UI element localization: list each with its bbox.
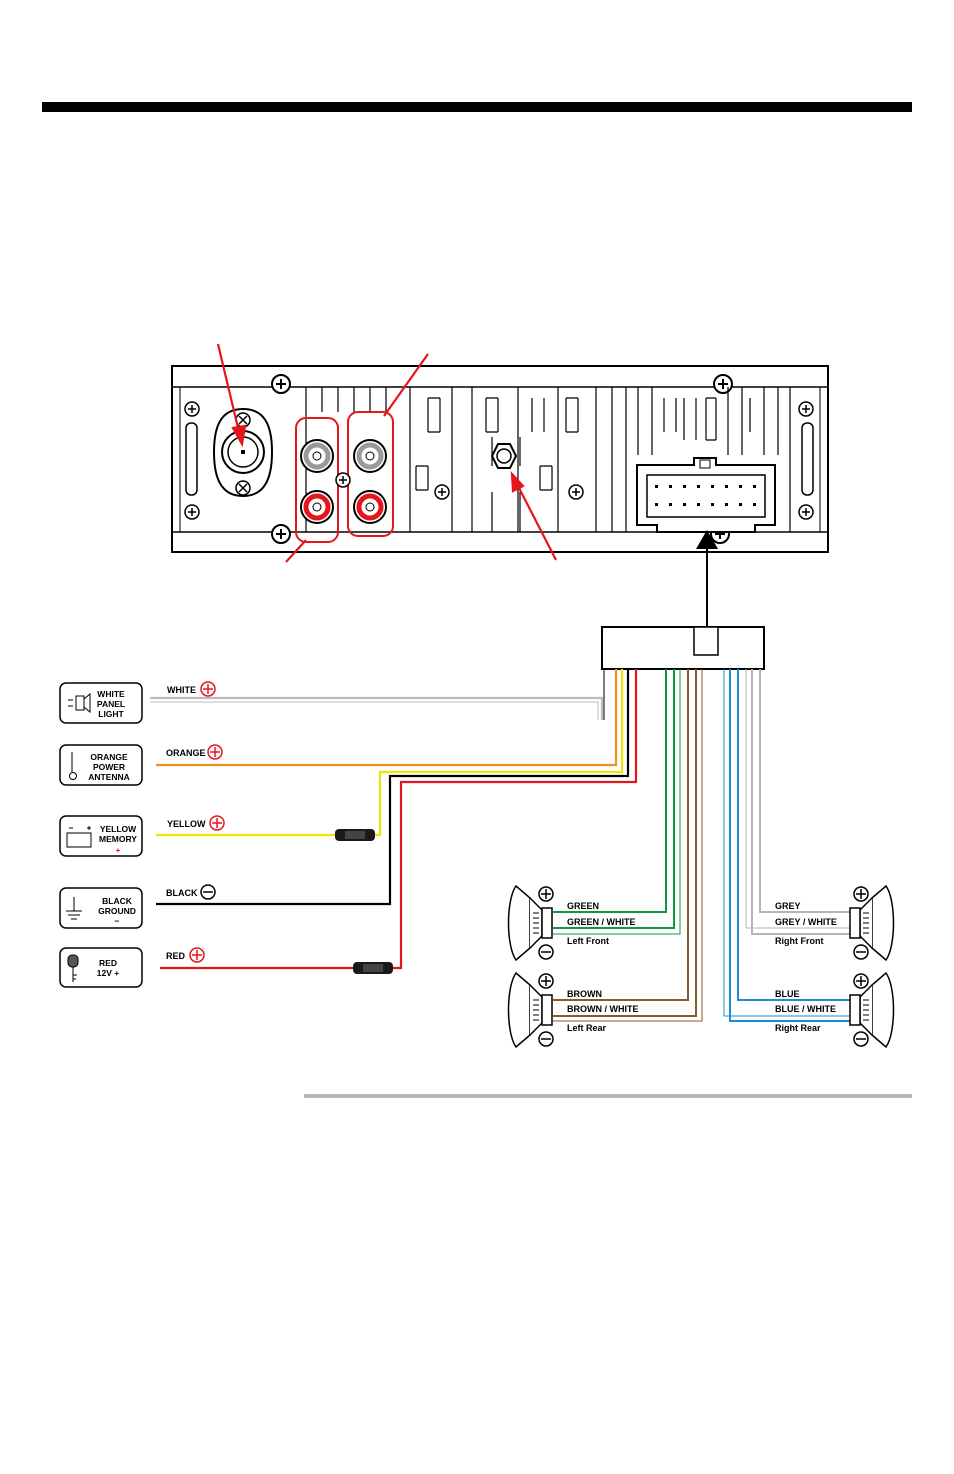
connector-pin <box>725 485 728 488</box>
wire-label-black: BLACK <box>166 885 215 899</box>
inline-fuse <box>335 829 375 841</box>
harness-plug <box>602 627 764 669</box>
svg-text:ORANGE: ORANGE <box>166 748 206 758</box>
svg-text:GREEN / WHITE: GREEN / WHITE <box>567 917 636 927</box>
connector-pin <box>669 485 672 488</box>
screw-icon <box>272 375 290 393</box>
speaker-right-rear: BLUE BLUE / WHITE Right Rear <box>775 973 894 1047</box>
speaker-left-front: GREEN GREEN / WHITE Left Front <box>509 886 636 960</box>
ignition-box: RED 12V + <box>60 948 142 987</box>
connector-pin <box>753 485 756 488</box>
header-rule <box>42 102 912 112</box>
svg-text:+: + <box>116 845 121 855</box>
svg-text:MEMORY: MEMORY <box>99 834 137 844</box>
connector-pin <box>683 485 686 488</box>
connector-pin <box>753 503 756 506</box>
power-antenna-box: ORANGE POWER ANTENNA <box>60 745 142 785</box>
screw-icon <box>185 402 199 416</box>
svg-text:BLACK: BLACK <box>166 888 198 898</box>
connector-pin <box>697 485 700 488</box>
connector-pin <box>655 485 658 488</box>
svg-text:BLACK: BLACK <box>102 896 133 906</box>
svg-text:BROWN: BROWN <box>567 989 602 999</box>
connector-pin <box>725 503 728 506</box>
svg-text:BROWN / WHITE: BROWN / WHITE <box>567 1004 639 1014</box>
speaker-left-rear: BROWN BROWN / WHITE Left Rear <box>509 973 639 1047</box>
connector-pin <box>669 503 672 506</box>
connector-pin <box>683 503 686 506</box>
panel-light-box: WHITE PANEL LIGHT <box>60 683 142 723</box>
svg-text:LIGHT: LIGHT <box>98 709 124 719</box>
svg-text:GREY: GREY <box>775 901 801 911</box>
svg-text:GREY / WHITE: GREY / WHITE <box>775 917 837 927</box>
inline-fuse <box>353 962 393 974</box>
svg-text:Right Rear: Right Rear <box>775 1023 821 1033</box>
screw-icon <box>185 505 199 519</box>
svg-text:WHITE: WHITE <box>97 689 125 699</box>
connector-pin <box>739 503 742 506</box>
connector-pin <box>739 485 742 488</box>
antenna-socket <box>214 409 272 496</box>
memory-box: YELLOW MEMORY + <box>60 816 142 856</box>
speaker-wires <box>553 669 856 1021</box>
screw-icon <box>272 525 290 543</box>
footer-rule <box>304 1094 912 1098</box>
screw-icon <box>714 375 732 393</box>
speaker-right-front: GREY GREY / WHITE Right Front <box>775 886 894 960</box>
ground-bolt <box>492 444 516 468</box>
svg-text:WHITE: WHITE <box>167 685 196 695</box>
wire-label-yellow: YELLOW <box>167 816 224 830</box>
svg-text:−: − <box>115 916 120 926</box>
svg-text:GROUND: GROUND <box>98 906 136 916</box>
ground-box: BLACK GROUND − <box>60 888 142 928</box>
screw-icon <box>435 485 449 499</box>
svg-text:BLUE / WHITE: BLUE / WHITE <box>775 1004 836 1014</box>
svg-text:Right Front: Right Front <box>775 936 824 946</box>
wire-label-white: WHITE <box>167 682 215 696</box>
svg-text:12V +: 12V + <box>97 968 119 978</box>
svg-text:POWER: POWER <box>93 762 125 772</box>
connector-pin <box>711 503 714 506</box>
connector-pin <box>711 485 714 488</box>
svg-text:BLUE: BLUE <box>775 989 800 999</box>
svg-text:RED: RED <box>166 951 186 961</box>
wire-harness-connector <box>637 458 775 532</box>
wire-label-red: RED <box>166 948 204 962</box>
svg-text:Left Front: Left Front <box>567 936 609 946</box>
svg-text:Left Rear: Left Rear <box>567 1023 607 1033</box>
svg-text:RED: RED <box>99 958 117 968</box>
svg-text:PANEL: PANEL <box>97 699 125 709</box>
svg-text:YELLOW: YELLOW <box>100 824 137 834</box>
screw-icon <box>569 485 583 499</box>
svg-text:ANTENNA: ANTENNA <box>88 772 130 782</box>
svg-text:GREEN: GREEN <box>567 901 599 911</box>
wire-label-orange: ORANGE <box>166 745 222 759</box>
connector-pin <box>697 503 700 506</box>
head-unit-rear-panel <box>172 366 828 552</box>
svg-text:YELLOW: YELLOW <box>167 819 206 829</box>
svg-text:ORANGE: ORANGE <box>90 752 128 762</box>
connector-pin <box>655 503 658 506</box>
screw-icon <box>799 402 813 416</box>
screw-icon <box>799 505 813 519</box>
harness-pointer-arrow <box>696 530 718 627</box>
